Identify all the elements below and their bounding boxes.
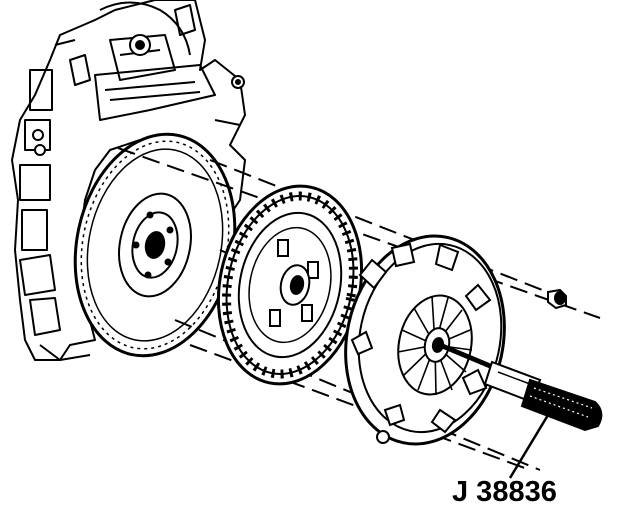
pressure-plate [344, 234, 506, 446]
flywheel [73, 132, 237, 358]
bolt [547, 288, 567, 310]
label-leader-line [508, 414, 550, 479]
clutch-disc [216, 184, 364, 386]
alignment-tool [439, 342, 603, 432]
tool-part-number-label: J 38836 [452, 476, 557, 508]
